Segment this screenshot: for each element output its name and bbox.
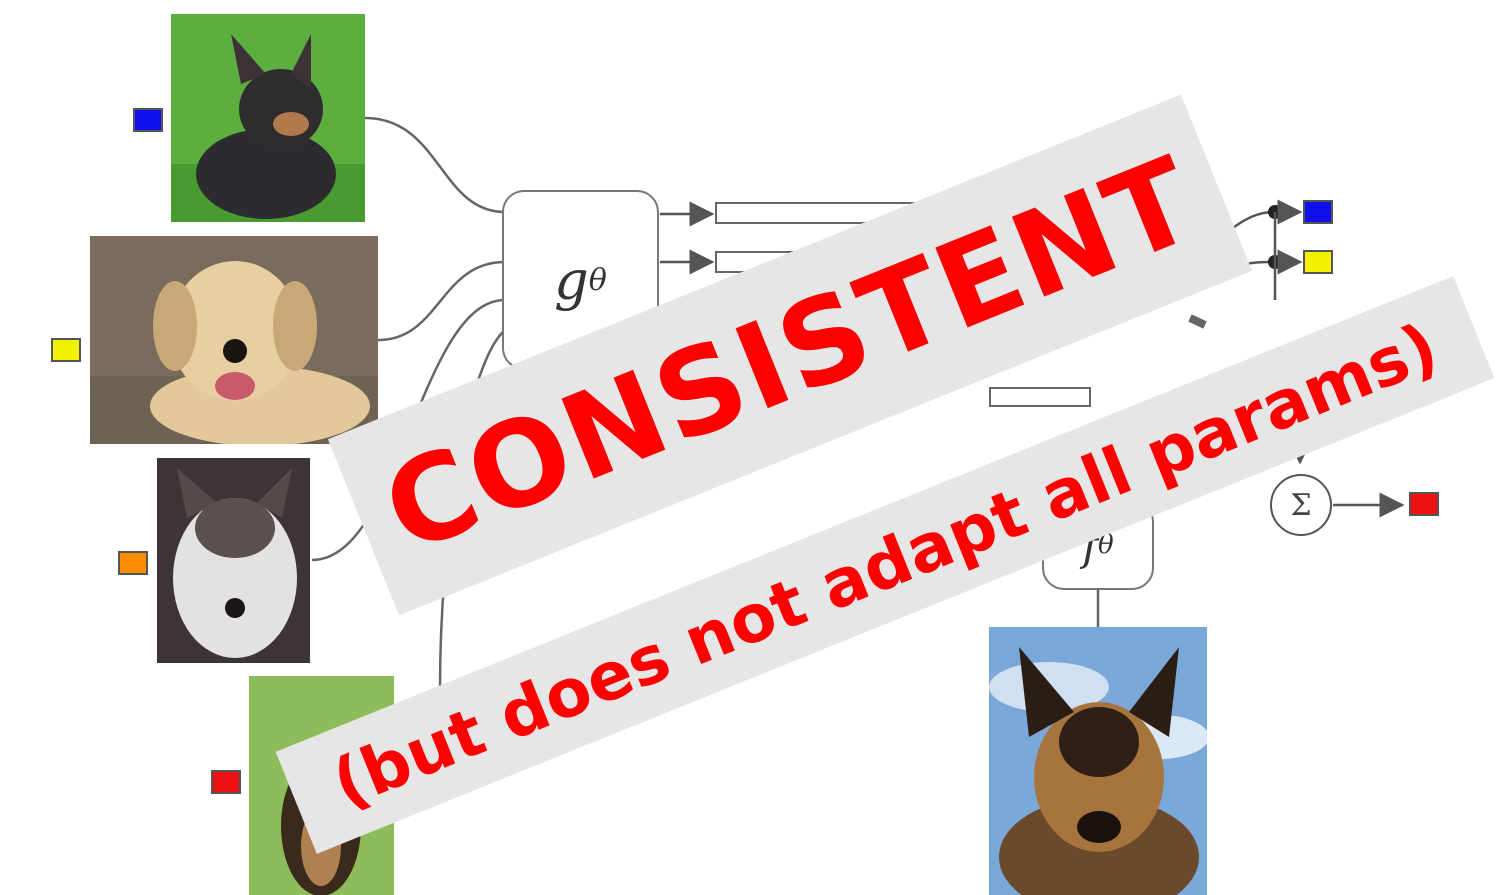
support-label-blue [133, 108, 163, 132]
support-label-orange [118, 551, 148, 575]
output-label-yellow [1303, 250, 1333, 274]
chihuahua-photo [171, 14, 365, 222]
support-label-yellow [51, 338, 81, 362]
sum-node: Σ [1270, 474, 1332, 536]
output-label-blue [1303, 200, 1333, 224]
g-symbol: g [554, 248, 589, 312]
husky-photo [157, 458, 310, 663]
german-shepherd-photo [989, 627, 1207, 895]
support-label-red [211, 770, 241, 794]
sum-symbol: Σ [1290, 487, 1312, 523]
prediction-label-red [1409, 492, 1439, 516]
g-subscript: θ [588, 262, 607, 298]
f-subscript: θ [1097, 530, 1114, 560]
labrador-photo [90, 236, 378, 444]
